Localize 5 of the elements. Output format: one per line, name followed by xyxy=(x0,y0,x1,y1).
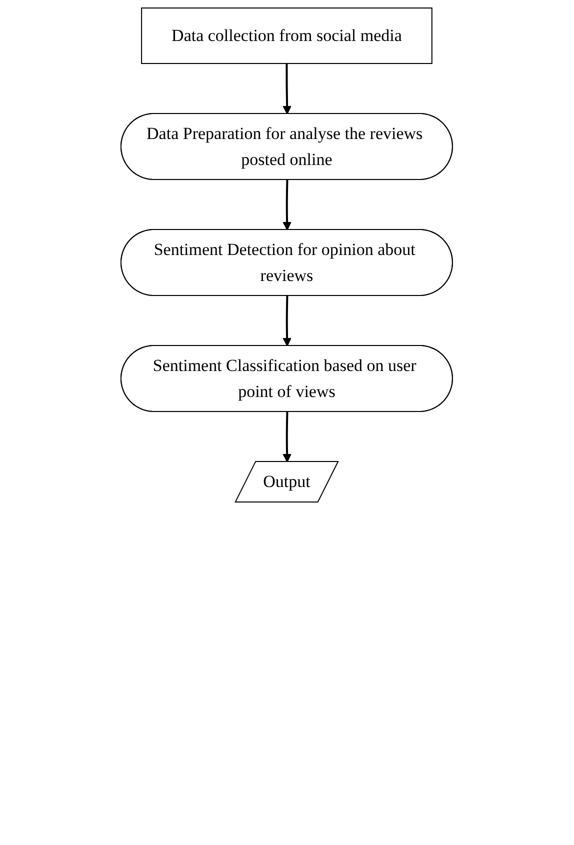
arrow xyxy=(282,180,292,230)
arrow xyxy=(282,296,292,346)
arrow xyxy=(282,412,292,462)
arrow xyxy=(282,64,292,114)
node-box: Data collection from social media xyxy=(141,8,433,64)
